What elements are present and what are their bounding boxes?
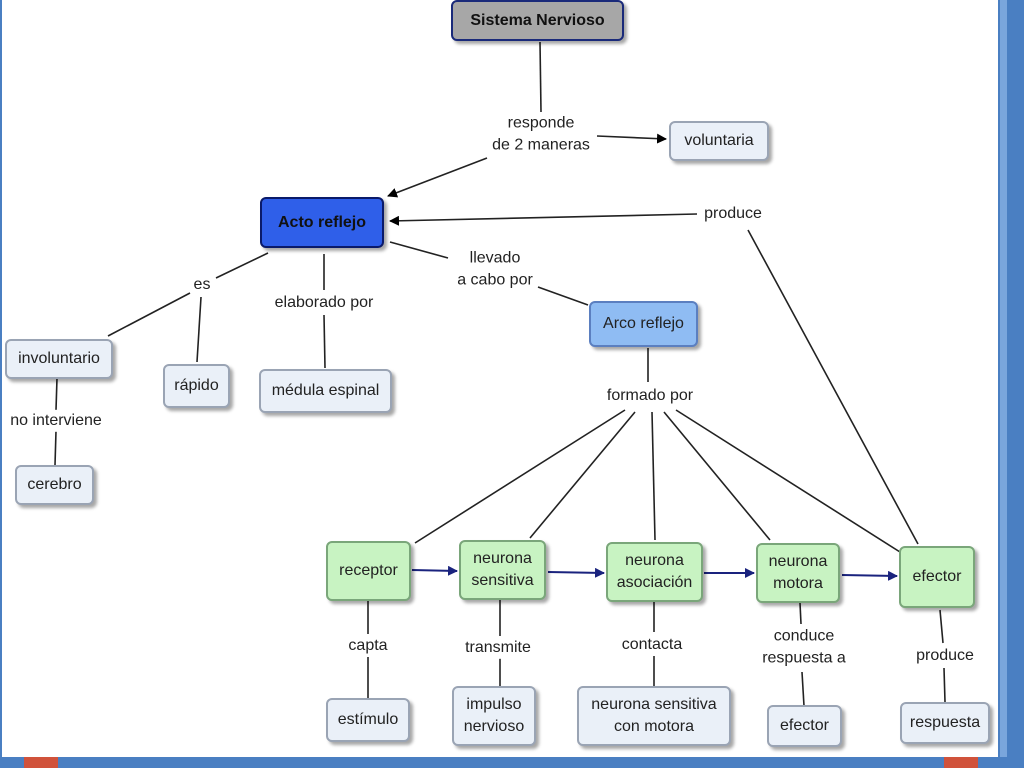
link-produce-acto	[389, 213, 698, 226]
node-voluntaria: voluntaria	[669, 121, 769, 161]
link-es-rapido	[196, 296, 202, 363]
link-involuntario-nointerviene	[55, 377, 58, 411]
label-es: es	[191, 273, 213, 297]
frame-left	[0, 0, 2, 768]
frame-right-inner	[1000, 0, 1007, 768]
link-llevado-arco	[537, 286, 589, 306]
node-efector-destino: efector	[767, 705, 842, 747]
label-responde: responde de 2 maneras	[490, 112, 592, 158]
node-neurona-motora: neurona motora	[756, 543, 840, 603]
link-es-involuntario	[107, 292, 191, 337]
link-acto-llevado	[389, 241, 449, 259]
node-neurona-sensitiva-con-motora: neurona sensitiva con motora	[577, 686, 731, 746]
node-sistema-nervioso: Sistema Nervioso	[451, 0, 624, 41]
node-rapido: rápido	[163, 364, 230, 408]
node-cerebro: cerebro	[15, 465, 94, 505]
label-transmite: transmite	[463, 636, 533, 660]
node-receptor: receptor	[326, 541, 411, 601]
link-acto-es	[215, 252, 269, 279]
link-formado-receptor	[414, 409, 626, 544]
link-formado-asociacion	[651, 411, 656, 541]
link-produce2-respuesta	[943, 667, 946, 703]
link-sistema-responde	[539, 41, 542, 113]
node-impulso-nervioso: impulso nervioso	[452, 686, 536, 746]
label-capta: capta	[346, 634, 390, 658]
link-formado-sensitiva	[529, 411, 636, 539]
link-conduce-efector2	[801, 671, 805, 707]
node-arco-reflejo: Arco reflejo	[589, 301, 698, 347]
label-formado-por: formado por	[604, 384, 696, 408]
label-llevado-a-cabo-por: llevado a cabo por	[455, 247, 535, 293]
node-involuntario: involuntario	[5, 339, 113, 379]
link-motora-conduce	[799, 602, 802, 625]
link-formado-motora	[663, 411, 771, 541]
label-elaborado-por: elaborado por	[272, 291, 376, 315]
link-responde-voluntaria	[596, 133, 667, 144]
arrow-sensitiva-asociacion	[547, 567, 605, 578]
node-medula-espinal: médula espinal	[259, 369, 392, 413]
node-neurona-asociacion: neurona asociación	[606, 542, 703, 602]
node-neurona-sensitiva: neurona sensitiva	[459, 540, 546, 600]
arrow-motora-efector	[841, 570, 898, 581]
node-estimulo: estímulo	[326, 698, 410, 742]
link-responde-acto	[387, 157, 488, 198]
frame-accent-left	[24, 757, 58, 768]
label-conduce-respuesta: conduce respuesta a	[760, 625, 848, 671]
link-elaborado-medula	[323, 314, 326, 369]
frame-accent-right	[944, 757, 978, 768]
arrow-receptor-sensitiva	[411, 565, 458, 576]
link-formado-efector	[675, 409, 901, 553]
frame-bottom	[0, 757, 1024, 768]
label-produce-top: produce	[702, 202, 764, 226]
link-efector-produce2	[939, 609, 944, 644]
label-no-interviene: no interviene	[8, 409, 104, 433]
label-contacta: contacta	[619, 633, 685, 657]
label-produce-bottom: produce	[914, 644, 976, 668]
link-efector-produce	[747, 229, 919, 545]
link-nointerviene-cerebro	[54, 430, 57, 466]
node-efector: efector	[899, 546, 975, 608]
node-acto-reflejo: Acto reflejo	[260, 197, 384, 248]
node-respuesta: respuesta	[900, 702, 990, 744]
